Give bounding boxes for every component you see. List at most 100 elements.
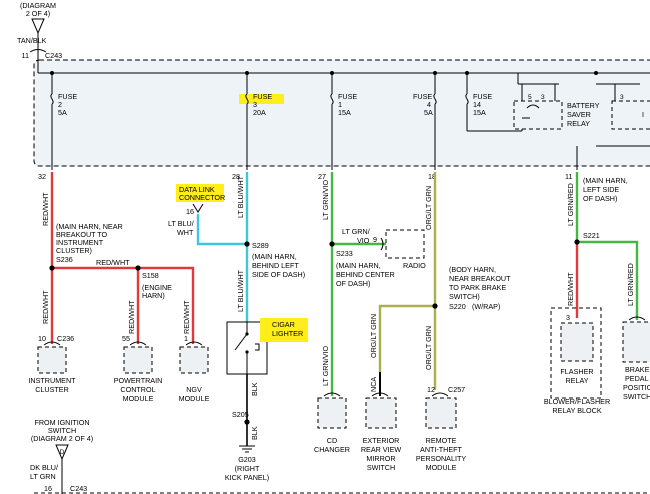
- svg-text:BEHIND CENTER: BEHIND CENTER: [336, 270, 395, 279]
- bottom-feed-arrow-icon: [55, 444, 69, 461]
- svg-text:EXTERIOR: EXTERIOR: [363, 436, 400, 445]
- svg-text:RED/WHT: RED/WHT: [182, 300, 191, 334]
- pin-18: 18: [428, 172, 436, 181]
- svg-text:BLOWER/FLASHER: BLOWER/FLASHER: [544, 397, 610, 406]
- svg-text:NCA: NCA: [369, 377, 378, 392]
- bottom-feed-connector: C243: [70, 484, 87, 493]
- splice-s236: S236: [56, 255, 73, 264]
- svg-text:ORG/LT GRN: ORG/LT GRN: [424, 326, 433, 370]
- svg-text:RELAY BLOCK: RELAY BLOCK: [552, 406, 601, 415]
- svg-text:FUSE: FUSE: [338, 92, 357, 101]
- dlc-highlight: [176, 184, 224, 202]
- radio: [385, 229, 425, 259]
- circuit-lt-grn-red: [575, 172, 639, 320]
- svg-text:1: 1: [184, 334, 188, 343]
- battery-saver-relay: 5 3 BATTERY SAVER RELAY 3 I: [513, 73, 650, 131]
- svg-text:(RIGHT: (RIGHT: [235, 464, 260, 473]
- svg-text:LEFT SIDE: LEFT SIDE: [583, 185, 619, 194]
- top-feed-pin: 11: [22, 51, 29, 60]
- svg-text:2: 2: [58, 100, 62, 109]
- svg-text:RED/WHT: RED/WHT: [41, 290, 50, 324]
- bottom-feed-pin: 16: [44, 484, 52, 493]
- svg-text:CIGAR: CIGAR: [272, 320, 295, 329]
- top-source-ref-line2: 2 OF 4): [26, 9, 50, 18]
- bottom-source-ref: FROM IGNITION: [34, 418, 89, 427]
- svg-text:3: 3: [541, 94, 545, 101]
- circuit-lt-blu-wht: [196, 172, 249, 322]
- svg-text:REAR VIEW: REAR VIEW: [361, 445, 402, 454]
- svg-text:15A: 15A: [338, 108, 351, 117]
- svg-text:CONNECTOR: CONNECTOR: [179, 193, 225, 202]
- powertrain-control-module: 55 POWERTRAIN CONTROL MODULE: [114, 334, 163, 403]
- svg-text:16: 16: [186, 207, 194, 216]
- svg-text:HARN): HARN): [142, 291, 165, 300]
- svg-text:FUSE: FUSE: [473, 92, 492, 101]
- svg-text:FUSE: FUSE: [58, 92, 77, 101]
- svg-text:15A: 15A: [473, 108, 486, 117]
- svg-text:POSITION: POSITION: [623, 383, 650, 392]
- svg-text:CHANGER: CHANGER: [314, 445, 350, 454]
- svg-text:(W/RAP): (W/RAP): [472, 302, 500, 311]
- svg-text:5A: 5A: [58, 108, 67, 117]
- svg-text:SIDE OF DASH): SIDE OF DASH): [252, 270, 305, 279]
- svg-text:RADIO: RADIO: [403, 261, 426, 270]
- svg-text:BLK: BLK: [250, 382, 259, 396]
- svg-text:12: 12: [427, 385, 435, 394]
- svg-text:D: D: [60, 449, 65, 456]
- pin-11: 11: [565, 172, 572, 181]
- svg-text:NGV: NGV: [186, 385, 202, 394]
- cd-changer: CD CHANGER: [314, 392, 350, 454]
- fuse-3-highlight: [239, 94, 284, 104]
- svg-text:20A: 20A: [253, 108, 266, 117]
- svg-text:(BODY HARN,: (BODY HARN,: [449, 265, 496, 274]
- svg-text:3: 3: [253, 100, 257, 109]
- svg-text:5: 5: [528, 94, 532, 101]
- top-feed-wire-label: TAN/BLK: [17, 36, 47, 45]
- ground-icon: [239, 445, 255, 453]
- svg-text:SWITCH: SWITCH: [367, 463, 395, 472]
- svg-text:WHT: WHT: [177, 228, 194, 237]
- svg-text:NEAR BREAKOUT: NEAR BREAKOUT: [449, 274, 511, 283]
- svg-text:CLUSTER: CLUSTER: [35, 385, 69, 394]
- circuit-org-lt-grn: [378, 172, 437, 390]
- svg-text:MODULE: MODULE: [179, 394, 210, 403]
- ngv-module: 1 NGV MODULE: [179, 334, 210, 403]
- wire-label-11: LT GRN/RED: [566, 183, 575, 226]
- svg-text:MIRROR: MIRROR: [366, 454, 395, 463]
- fuse-1: FUSE 1 15A: [330, 73, 357, 170]
- svg-text:(MAIN HARN,: (MAIN HARN,: [583, 176, 628, 185]
- wire-label-18: ORG/LT GRN: [424, 186, 433, 230]
- cigar-lighter-highlight: [260, 318, 308, 342]
- svg-text:CD: CD: [327, 436, 337, 445]
- splice-s289: S289: [252, 241, 269, 250]
- svg-text:MODULE: MODULE: [123, 394, 154, 403]
- wire-label-32: RED/WHT: [41, 192, 50, 226]
- svg-text:BREAKOUT TO: BREAKOUT TO: [56, 230, 108, 239]
- pin-28: 28: [232, 172, 240, 181]
- dlc-pin-icon: [192, 203, 204, 213]
- svg-text:3: 3: [620, 94, 624, 101]
- svg-text:(MAIN HARN, NEAR: (MAIN HARN, NEAR: [56, 222, 123, 231]
- svg-text:(MAIN HARN,: (MAIN HARN,: [252, 252, 297, 261]
- svg-text:C257: C257: [448, 385, 465, 394]
- wire-label-27: LT GRN/VIO: [321, 180, 330, 220]
- svg-text:LT GRN/VIO: LT GRN/VIO: [321, 346, 330, 386]
- exterior-mirror-switch: EXTERIOR REAR VIEW MIRROR SWITCH: [361, 392, 402, 472]
- svg-text:KICK PANEL): KICK PANEL): [225, 473, 269, 482]
- circuit-red-wht: [50, 172, 195, 344]
- svg-text:BLK: BLK: [250, 426, 259, 440]
- instrument-cluster: 10 C236 INSTRUMENT CLUSTER: [28, 334, 76, 394]
- remote-anti-theft-module: 12 C257 REMOTE ANTI-THEFT PERSONALITY MO…: [416, 385, 467, 472]
- svg-text:10: 10: [38, 334, 46, 343]
- svg-text:CLUSTER): CLUSTER): [56, 246, 92, 255]
- svg-text:LT GRN: LT GRN: [30, 472, 56, 481]
- svg-text:4: 4: [427, 100, 431, 109]
- svg-text:MODULE: MODULE: [426, 463, 457, 472]
- svg-text:(ENGINE: (ENGINE: [142, 283, 172, 292]
- svg-text:FLASHER: FLASHER: [560, 367, 593, 376]
- cigar-lighter: CIGAR LIGHTER: [226, 318, 308, 375]
- svg-text:PEDAL: PEDAL: [625, 374, 649, 383]
- svg-text:LT BLU/WHT: LT BLU/WHT: [236, 269, 245, 312]
- svg-text:C236: C236: [57, 334, 74, 343]
